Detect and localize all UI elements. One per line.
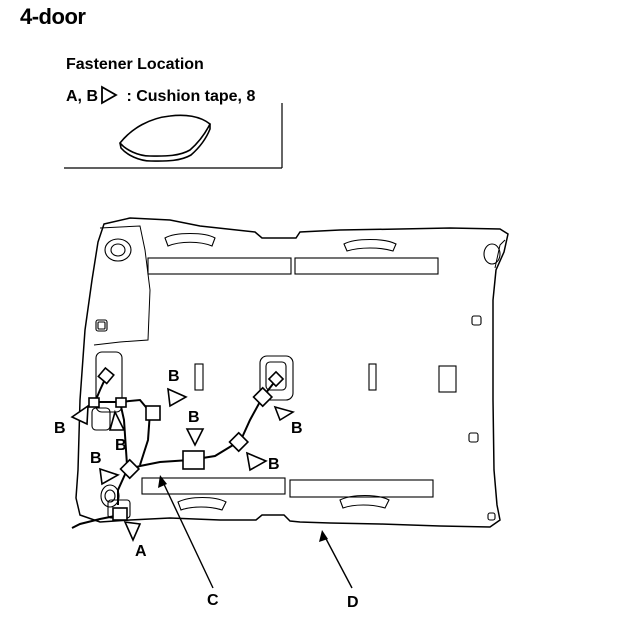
diagram-title: 4-door (20, 4, 86, 29)
triangle-marker-icon (167, 387, 188, 408)
legend-heading: Fastener Location (66, 56, 204, 73)
label-a: A (135, 543, 147, 560)
triangle-marker-icon (273, 405, 295, 422)
triangle-marker-icon (123, 521, 142, 542)
cushion-tape-icon (118, 114, 212, 162)
triangle-marker-icon (245, 451, 268, 472)
label-d: D (347, 594, 359, 611)
leader-arrowheads (158, 475, 328, 542)
legend-frame (64, 103, 283, 169)
label-b: B (115, 437, 127, 454)
label-b: B (168, 368, 180, 385)
fastener-triangle-markers (70, 387, 295, 542)
leader-lines (161, 479, 353, 589)
triangle-marker-icon (185, 428, 205, 447)
headliner-panel (75, 217, 509, 528)
legend-suffix: : Cushion tape, 8 (122, 88, 256, 105)
wire-harness (71, 376, 277, 529)
label-b: B (54, 420, 66, 437)
label-b: B (291, 420, 303, 437)
triangle-marker-icon (101, 85, 118, 105)
triangle-marker-icon (108, 409, 126, 431)
legend-fastener-key: A, B : Cushion tape, 8 (66, 85, 255, 106)
label-b: B (268, 456, 280, 473)
label-b: B (90, 450, 102, 467)
panel-openings (91, 232, 501, 521)
legend-prefix: A, B (66, 88, 98, 105)
triangle-marker-icon (70, 404, 89, 426)
harness-clamps (88, 366, 285, 521)
label-b: B (188, 409, 200, 426)
label-c: C (207, 592, 219, 609)
triangle-marker-icon (99, 467, 120, 486)
